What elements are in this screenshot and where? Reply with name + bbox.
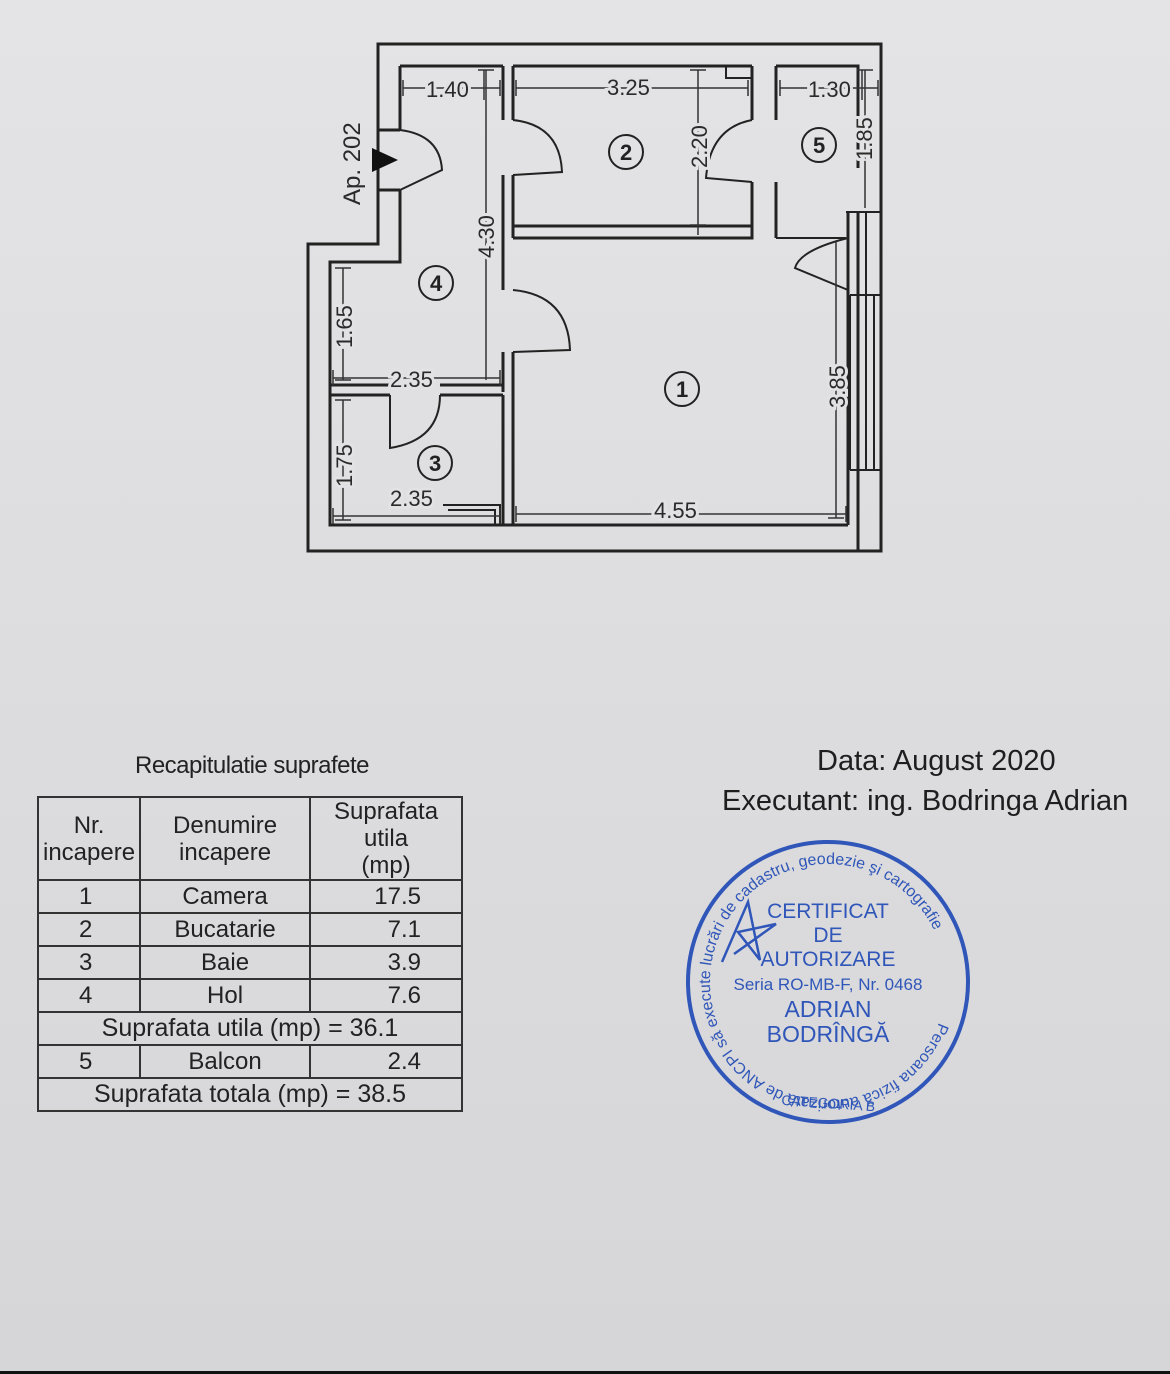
table-row: 2 Bucatarie 7.1: [36, 912, 463, 947]
room-number-2: 2: [620, 140, 632, 165]
surface-summary-table: Nr. incapere Denumire incapere Suprafata…: [36, 796, 463, 1112]
dim-hall-lower: 1.65: [332, 305, 357, 348]
dim-kitchen-depth: 2.20: [687, 125, 712, 168]
dim-hall-length: 4.30: [474, 215, 499, 258]
stamp-line-4: Seria RO-MB-F, Nr. 0468: [734, 975, 923, 994]
document-date: Data: August 2020: [817, 745, 1056, 777]
table-row: 4 Hol 7.6: [36, 978, 463, 1013]
room-number-4: 4: [430, 271, 443, 296]
table-title: Recapitulatie suprafete: [135, 752, 369, 779]
bottom-edge: [0, 1371, 1170, 1374]
wall-bathroom: [330, 383, 505, 525]
dim-bath-top: 2.35: [390, 367, 433, 392]
authorization-stamp: Persoana fizică autorizată de ANCPI să e…: [678, 832, 978, 1132]
header-name: Denumire incapere: [139, 796, 312, 881]
header-area: Suprafata utila (mp): [309, 796, 463, 881]
stamp-line-5: ADRIAN: [785, 996, 872, 1022]
inner-wall: [328, 64, 860, 550]
table-row: 3 Baie 3.9: [36, 945, 463, 980]
table-header-row: Nr. incapere Denumire incapere Suprafata…: [36, 796, 463, 881]
dim-hall-width: 1.40: [426, 77, 469, 102]
document-executant: Executant: ing. Bodringa Adrian: [722, 785, 1129, 817]
stamp-line-3: AUTORIZARE: [761, 948, 896, 971]
entrance-door: [378, 128, 400, 192]
table-row: 1 Camera 17.5: [36, 879, 463, 914]
floor-plan: Ap. 202 1.40 3.25 1.30 2.20 1.85 4.30 1.…: [306, 42, 883, 553]
wall-kitchen-balcony: [750, 66, 778, 238]
room-number-3: 3: [429, 451, 441, 476]
dim-bath-depth: 1.75: [332, 444, 357, 487]
entrance-arrow-icon: [372, 148, 398, 172]
outer-wall: [306, 42, 883, 553]
signature: [720, 897, 777, 963]
dim-room-width: 4.55: [654, 498, 697, 523]
header-nr: Nr. incapere: [36, 796, 142, 881]
window: [849, 294, 881, 471]
room-number-5: 5: [813, 133, 825, 158]
room-number-1: 1: [676, 377, 688, 402]
stamp-line-2: DE: [813, 924, 842, 947]
subtotal-row: Suprafata utila (mp) = 36.1: [37, 1011, 463, 1046]
stamp-line-1: CERTIFICAT: [767, 900, 889, 923]
dim-room-depth: 3.85: [825, 365, 850, 408]
dim-bath-bottom: 2.35: [390, 486, 433, 511]
apartment-label: Ap. 202: [339, 122, 366, 205]
total-row: Suprafata totala (mp) = 38.5: [37, 1077, 463, 1112]
stamp-line-6: BODRÎNGĂ: [767, 1021, 890, 1047]
stamp-category: CATEGORIA B: [781, 1092, 876, 1115]
dim-balcony-depth: 1.85: [852, 117, 877, 160]
table-row: 5 Balcon 2.4: [36, 1044, 463, 1079]
dim-balcony-width: 1.30: [808, 77, 851, 102]
dim-kitchen-width: 3.25: [607, 75, 650, 100]
